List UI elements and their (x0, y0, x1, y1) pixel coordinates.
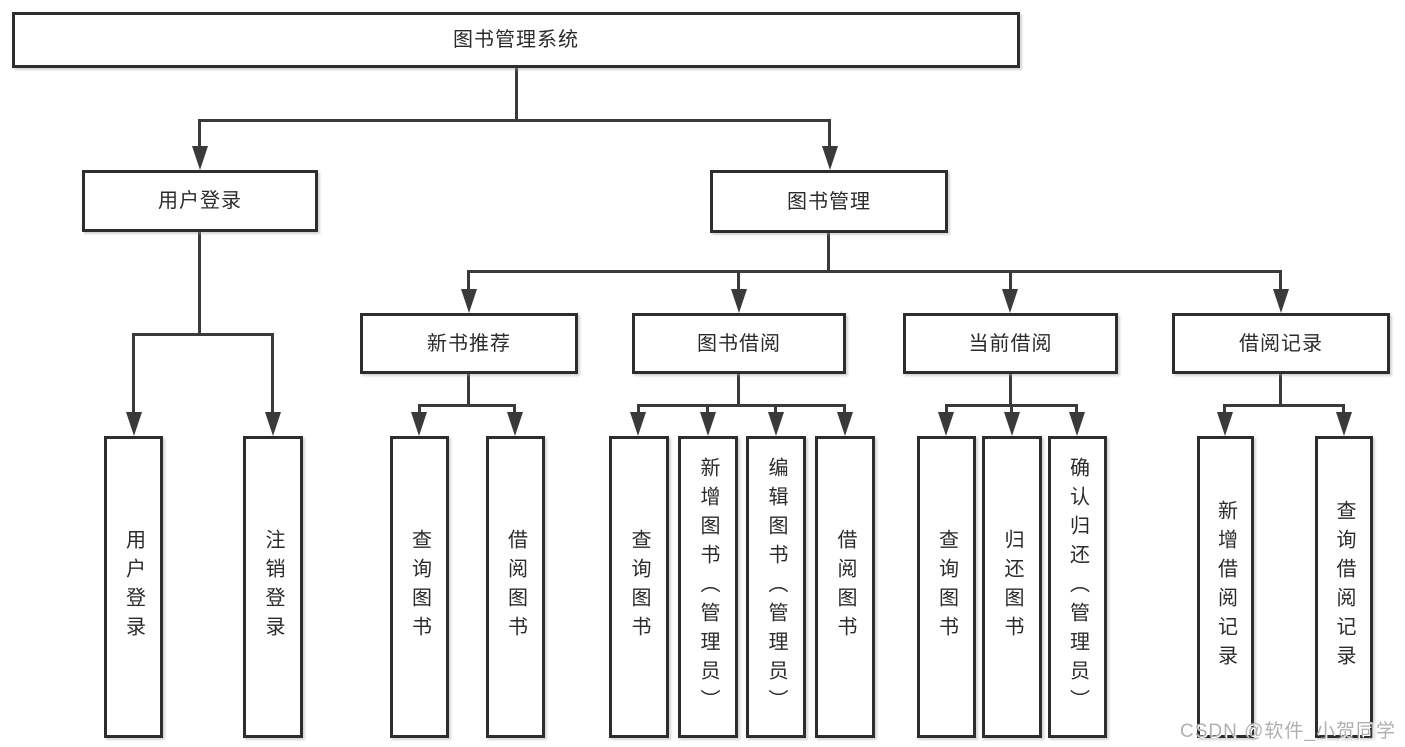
watermark: CSDN @软件_小贺同学 (1180, 721, 1396, 742)
leaf-query-books-current: 查询图书 (917, 436, 976, 738)
arrowhead-down (1336, 412, 1352, 436)
leaf-user-login: 用户登录 (104, 436, 163, 738)
connector-line (843, 404, 846, 416)
connector-line (1279, 270, 1282, 291)
leaf-edit-book-admin: 编辑图书（管理员） (746, 436, 806, 738)
connector-line (132, 333, 274, 336)
leaf-confirm-return-admin: 确认归还（管理员） (1048, 436, 1107, 738)
connector-line (945, 404, 948, 416)
arrowhead-down (630, 412, 646, 436)
leaf-add-book-admin: 新增图书（管理员） (678, 436, 738, 738)
node-user-login: 用户登录 (82, 170, 318, 232)
connector-line (1009, 270, 1012, 291)
connector-line (1342, 404, 1345, 416)
connector-line (737, 374, 740, 406)
connector-line (1010, 404, 1013, 416)
leaf-add-borrow-record: 新增借阅记录 (1197, 436, 1254, 738)
connector-line (467, 270, 470, 291)
arrowhead-down (461, 289, 477, 313)
arrowhead-down (507, 412, 523, 436)
arrowhead-down (126, 412, 142, 436)
leaf-query-borrow-record: 查询借阅记录 (1315, 436, 1373, 738)
connector-line (515, 68, 518, 121)
connector-line (706, 404, 709, 416)
connector-line (418, 404, 516, 407)
leaf-borrow-books-recommend: 借阅图书 (486, 436, 545, 738)
connector-line (827, 233, 830, 272)
leaf-return-book: 归还图书 (982, 436, 1042, 738)
arrowhead-down (1002, 289, 1018, 313)
connector-line (1075, 404, 1078, 416)
connector-line (198, 232, 201, 336)
connector-line (737, 270, 740, 291)
arrowhead-down (411, 412, 427, 436)
connector-line (828, 119, 831, 150)
connector-line (418, 404, 421, 416)
connector-line (774, 404, 777, 416)
arrowhead-down (1069, 412, 1085, 436)
arrowhead-down (1273, 289, 1289, 313)
node-book-borrow: 图书借阅 (632, 313, 846, 374)
connector-line (637, 404, 846, 407)
connector-line (513, 404, 516, 416)
arrowhead-down (265, 412, 281, 436)
arrowhead-down (1004, 412, 1020, 436)
arrowhead-down (837, 412, 853, 436)
arrowhead-down (938, 412, 954, 436)
connector-line (1279, 374, 1282, 406)
node-new-book-recommend: 新书推荐 (360, 313, 578, 374)
arrowhead-down (192, 146, 208, 170)
connector-line (467, 374, 470, 406)
arrowhead-down (1217, 412, 1233, 436)
connector-line (271, 333, 274, 415)
node-current-borrow: 当前借阅 (903, 313, 1118, 374)
connector-line (198, 119, 201, 150)
connector-line (637, 404, 640, 416)
leaf-logout: 注销登录 (243, 436, 303, 738)
connector-line (198, 119, 831, 122)
connector-line (1223, 404, 1226, 416)
arrowhead-down (822, 146, 838, 170)
connector-line (467, 270, 1281, 273)
leaf-borrow-books: 借阅图书 (815, 436, 875, 738)
node-borrow-records: 借阅记录 (1172, 313, 1390, 374)
arrowhead-down (700, 412, 716, 436)
connector-line (132, 333, 135, 415)
node-library-system: 图书管理系统 (12, 12, 1020, 68)
arrowhead-down (731, 289, 747, 313)
leaf-query-books-recommend: 查询图书 (390, 436, 449, 738)
connector-line (1223, 404, 1345, 407)
leaf-query-books-borrow: 查询图书 (609, 436, 669, 738)
node-book-management: 图书管理 (710, 170, 948, 233)
arrowhead-down (768, 412, 784, 436)
connector-line (1009, 374, 1012, 406)
